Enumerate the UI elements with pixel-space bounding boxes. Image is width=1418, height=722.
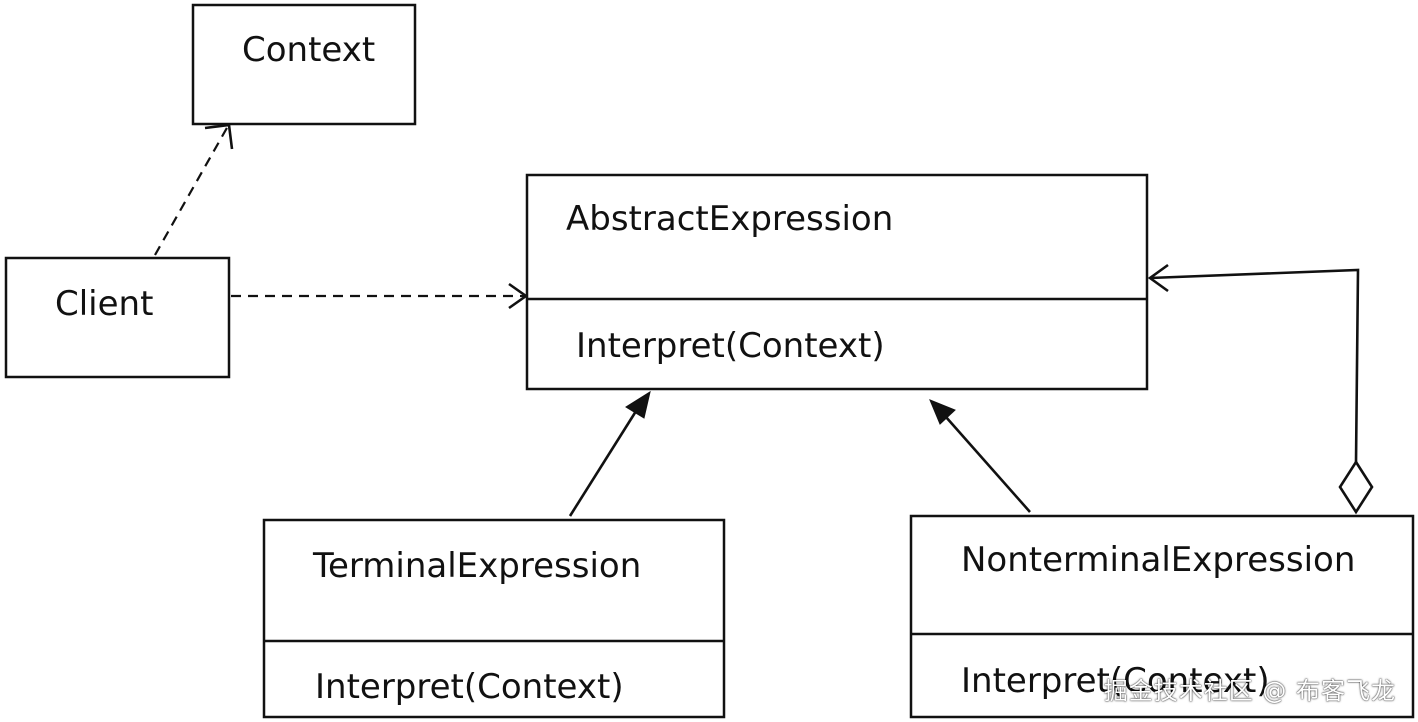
nonterminal-aggregation [1147,263,1374,515]
terminal-to-abstract-line [568,399,645,517]
client-class-name: Client [55,284,153,324]
client-to-abstract-arrowhead [508,282,529,310]
nonterminal-expression-class-box [909,514,1415,719]
terminal-to-abstract-arrowhead [625,390,651,419]
nonterminal-expression-class: NonterminalExpression Interpret(Context) [909,514,1415,719]
aggregation-line [1149,268,1360,463]
context-class-box [191,3,417,126]
abstract-expression-class: AbstractExpression Interpret(Context) [525,173,1149,391]
nonterminal-to-abstract-inheritance [929,399,1031,513]
nonterminal-to-abstract-arrowhead [929,399,956,425]
context-class-name: Context [242,30,375,70]
abstract-expression-class-name: AbstractExpression [566,199,893,239]
terminal-expression-class: TerminalExpression Interpret(Context) [262,518,726,719]
terminal-to-abstract-inheritance [568,390,651,517]
abstract-expression-method: Interpret(Context) [576,326,885,366]
client-to-context-line [154,125,229,256]
client-class-box [4,256,231,379]
client-class: Client [4,256,231,379]
nonterminal-expression-class-name: NonterminalExpression [961,540,1355,580]
nonterminal-to-abstract-line [937,407,1031,513]
abstract-expression-class-box [525,173,1149,391]
client-to-context-dependency [154,123,234,256]
terminal-expression-class-box [262,518,726,719]
aggregation-diamond [1338,459,1374,515]
aggregation-arrowhead [1147,263,1169,293]
terminal-expression-class-name: TerminalExpression [312,546,641,586]
terminal-expression-method: Interpret(Context) [315,667,624,707]
context-class: Context [191,3,417,126]
nonterminal-expression-method: Interpret(Context) [961,661,1270,701]
watermark: 掘金技术社区 @ 布客飞龙 [1103,677,1396,705]
client-to-context-arrowhead [204,123,234,150]
client-to-abstract-dependency [231,282,529,310]
